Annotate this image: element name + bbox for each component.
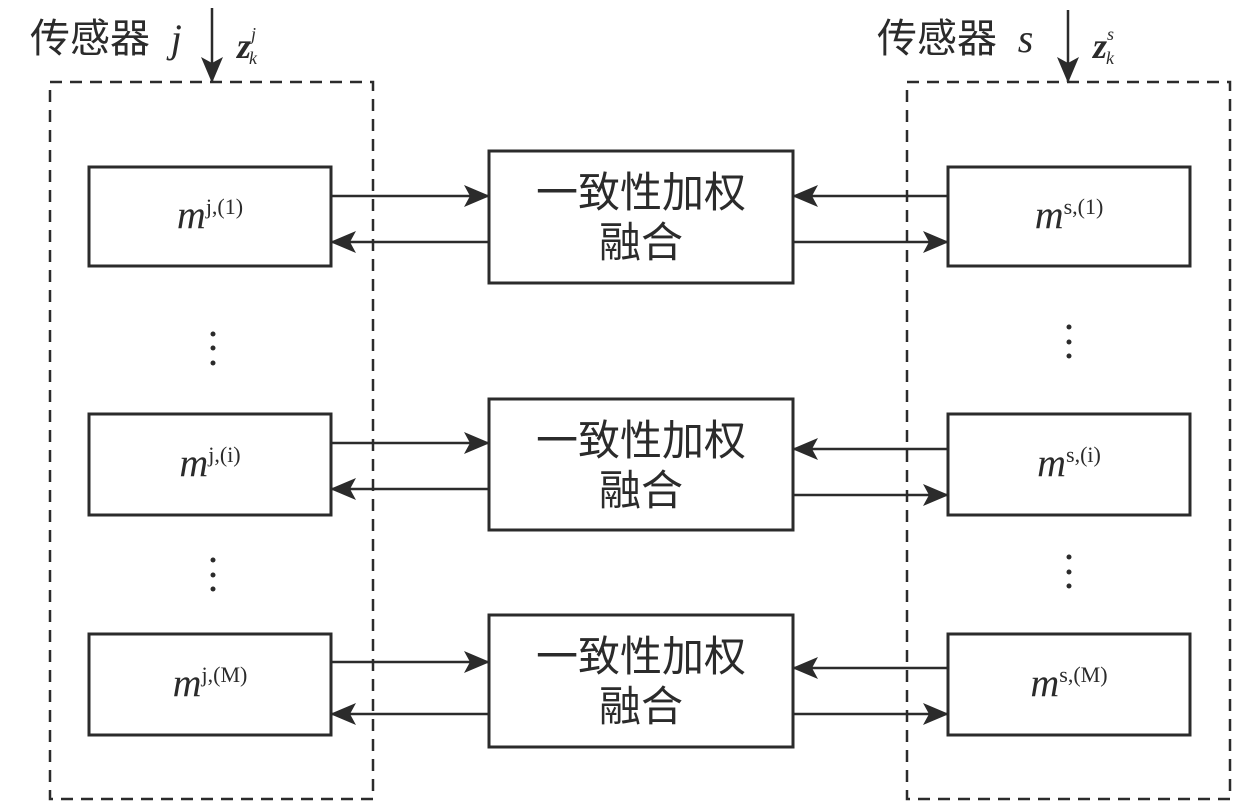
sensor-j-label: 传感器 j bbox=[30, 16, 182, 62]
ellipsis-j-upper bbox=[210, 331, 216, 366]
svg-text:mj,(1): mj,(1) bbox=[177, 192, 243, 237]
svg-text:mj,(i): mj,(i) bbox=[179, 440, 240, 485]
module-s-M: ms,(M) bbox=[946, 632, 1192, 737]
fusion-block-M: 一致性加权 融合 bbox=[487, 613, 795, 749]
fusion-block-1: 一致性加权 融合 bbox=[487, 149, 795, 285]
fusion-block-i: 一致性加权 融合 bbox=[487, 397, 795, 532]
fusion-block-i-line2: 融合 bbox=[599, 466, 683, 515]
module-s-i: ms,(i) bbox=[946, 412, 1192, 517]
svg-text:mj,(M): mj,(M) bbox=[173, 660, 248, 705]
fusion-block-1-line2: 融合 bbox=[599, 218, 683, 267]
module-j-M: mj,(M) bbox=[87, 632, 333, 737]
module-s-1: ms,(1) bbox=[946, 165, 1192, 268]
module-j-i: mj,(i) bbox=[87, 412, 333, 517]
ellipsis-s-lower bbox=[1066, 554, 1072, 589]
fusion-block-i-line1: 一致性加权 bbox=[536, 416, 746, 465]
svg-text:ms,(M): ms,(M) bbox=[1030, 660, 1107, 705]
svg-text:ms,(1): ms,(1) bbox=[1035, 192, 1104, 237]
sensor-s-label: 传感器 s bbox=[877, 16, 1033, 62]
module-j-1: mj,(1) bbox=[87, 165, 333, 268]
ellipsis-j-lower bbox=[210, 557, 216, 592]
svg-text:ms,(i): ms,(i) bbox=[1037, 440, 1101, 485]
fusion-block-M-line2: 融合 bbox=[599, 682, 683, 731]
ellipsis-s-upper bbox=[1066, 324, 1072, 359]
fusion-block-M-line1: 一致性加权 bbox=[536, 632, 746, 681]
fusion-block-1-line1: 一致性加权 bbox=[536, 168, 746, 217]
